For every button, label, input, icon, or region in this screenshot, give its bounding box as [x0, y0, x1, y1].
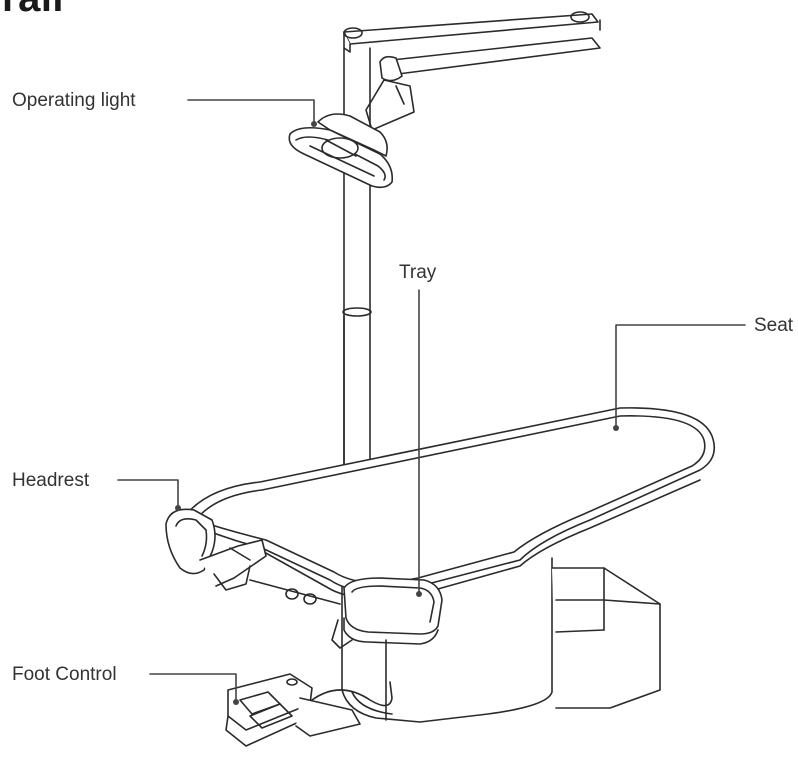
- light-arm: [343, 11, 601, 131]
- label-headrest: Headrest: [12, 470, 90, 491]
- callout-foot-control: [149, 673, 237, 703]
- callout-seat: [615, 324, 746, 429]
- label-operating-light: Operating light: [12, 90, 136, 111]
- foot-control: [225, 673, 393, 747]
- label-seat: Seat: [754, 315, 794, 336]
- label-tray: Tray: [399, 262, 437, 283]
- label-foot-control: Foot Control: [12, 664, 117, 685]
- callout-lines: [117, 99, 746, 705]
- headrest: [165, 508, 267, 591]
- operating-light-head: [288, 113, 394, 189]
- callout-headrest: [117, 479, 179, 509]
- seat-surface: [181, 407, 716, 605]
- page-title: rair: [2, 0, 69, 18]
- callout-operating-light: [187, 99, 315, 125]
